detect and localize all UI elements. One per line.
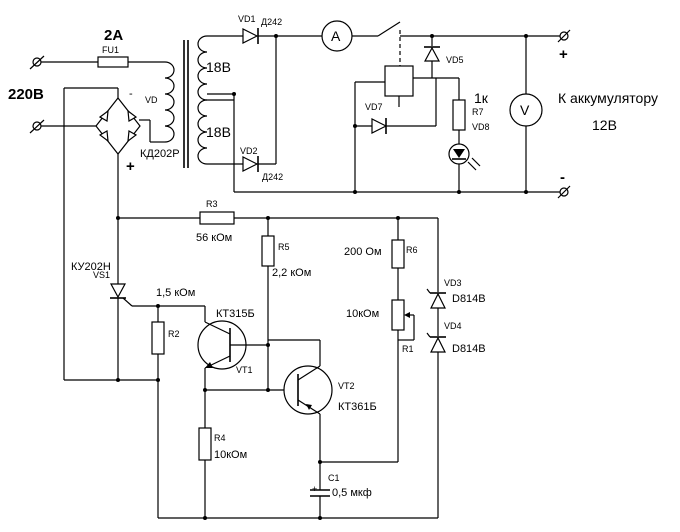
- potentiometer-r1: 10кОм R1: [346, 299, 415, 462]
- vd4-type: D814В: [452, 343, 486, 355]
- fuse-rating-label: 2А: [104, 27, 123, 44]
- vt2-type: КТ361Б: [338, 401, 377, 413]
- bridge-plus: +: [126, 158, 135, 175]
- r4-label: R4: [214, 433, 226, 443]
- vd2-type: Д242: [262, 172, 283, 182]
- c1-plus: +: [312, 484, 317, 494]
- vd4-label: VD4: [444, 321, 462, 331]
- zener-vd4: VD4 D814В: [426, 321, 486, 518]
- vt1-type: КТ315Б: [216, 308, 255, 320]
- resistor-r5: R5 2,2 кОм: [261, 218, 311, 390]
- winding-bottom-voltage: 18В: [206, 124, 231, 140]
- terminal-minus-label: -: [560, 169, 565, 186]
- relay-switch: [377, 21, 560, 66]
- battery-voltage-label: 12В: [592, 117, 617, 133]
- bridge-label: VD: [145, 95, 158, 105]
- terminal-plus-label: +: [559, 46, 568, 63]
- bridge-minus: -: [129, 88, 133, 100]
- c1-value: 0,5 мкф: [332, 487, 372, 499]
- r1-value: 10кОм: [346, 308, 379, 320]
- resistor-r6: 200 Ом R6: [344, 218, 418, 300]
- battery-terminals: + - К аккумулятору 12В: [557, 29, 658, 199]
- r7-label: R7: [472, 107, 484, 117]
- r3-label: R3: [206, 199, 218, 209]
- vd1-type: Д242: [261, 17, 282, 27]
- diode-vd2: VD2 Д242: [240, 34, 283, 182]
- mains-input: 220В 2А FU1: [8, 27, 150, 134]
- led-vd8: VD8: [448, 122, 490, 192]
- terminal-plus: [559, 31, 569, 41]
- ammeter-symbol: A: [331, 28, 341, 44]
- c1-label: C1: [328, 473, 340, 483]
- r6-value: 200 Ом: [344, 246, 382, 258]
- transistor-vt2: VT2 КТ361Б: [283, 340, 377, 462]
- resistor-r3: R3 56 кОм: [196, 199, 235, 244]
- vd5-label: VD5: [446, 55, 464, 65]
- mains-voltage-label: 220В: [8, 86, 44, 103]
- vd2-label: VD2: [240, 146, 258, 156]
- relay-coil: [384, 65, 414, 97]
- vd8-label: VD8: [472, 122, 490, 132]
- vt1-label: VT1: [236, 365, 253, 375]
- r1-label: R1: [402, 344, 414, 354]
- r6-label: R6: [406, 245, 418, 255]
- vd1-label: VD1: [238, 14, 256, 24]
- r5-value: 2,2 кОм: [272, 267, 311, 279]
- ammeter: A: [321, 20, 353, 52]
- bridge-type: КД202Р: [140, 148, 180, 160]
- vd7-label: VD7: [365, 102, 383, 112]
- r2-value: 1,5 кОм: [156, 287, 195, 299]
- resistor-r2: R2 1,5 кОм: [151, 287, 195, 518]
- capacitor-c1: C1 + 0,5 мкф: [310, 462, 372, 518]
- resistor-r4: R4 10кОм: [198, 427, 247, 461]
- vd3-type: D814В: [452, 293, 486, 305]
- diode-vd1: VD1 Д242: [238, 14, 322, 44]
- terminal-minus: [559, 187, 569, 197]
- transformer: 18В 18В: [139, 35, 243, 192]
- primary-winding: [150, 61, 175, 143]
- r2-label: R2: [168, 329, 180, 339]
- secondary-winding-bottom: [197, 99, 208, 165]
- transistor-vt1: КТ315Б VT1: [197, 308, 268, 518]
- thyristor-vs1: VS1 КУ202Н: [71, 261, 158, 380]
- r7-value: 1к: [474, 90, 489, 106]
- voltmeter-symbol: V: [520, 102, 530, 118]
- zener-vd3: VD3 D814В: [426, 278, 486, 336]
- vs1-type: КУ202Н: [71, 261, 111, 273]
- battery-label: К аккумулятору: [558, 90, 658, 106]
- voltmeter: V: [509, 36, 543, 192]
- resistor-r7: 1к R7: [452, 78, 489, 148]
- r4-value: 10кОм: [214, 449, 247, 461]
- diode-bridge: - VD КД202Р +: [63, 87, 180, 380]
- bridge-frame: [95, 97, 141, 155]
- winding-top-voltage: 18В: [206, 59, 231, 75]
- fuse-fu1: [97, 56, 129, 68]
- diode-vd5: VD5: [423, 36, 464, 78]
- vt2-label: VT2: [338, 381, 355, 391]
- r3-value: 56 кОм: [196, 232, 232, 244]
- diode-vd7: VD7: [355, 78, 437, 134]
- vd3-label: VD3: [444, 278, 462, 288]
- fuse-label: FU1: [102, 45, 119, 55]
- vs1-label: VS1: [93, 270, 110, 280]
- r5-label: R5: [278, 242, 290, 252]
- secondary-winding-top: [197, 35, 208, 101]
